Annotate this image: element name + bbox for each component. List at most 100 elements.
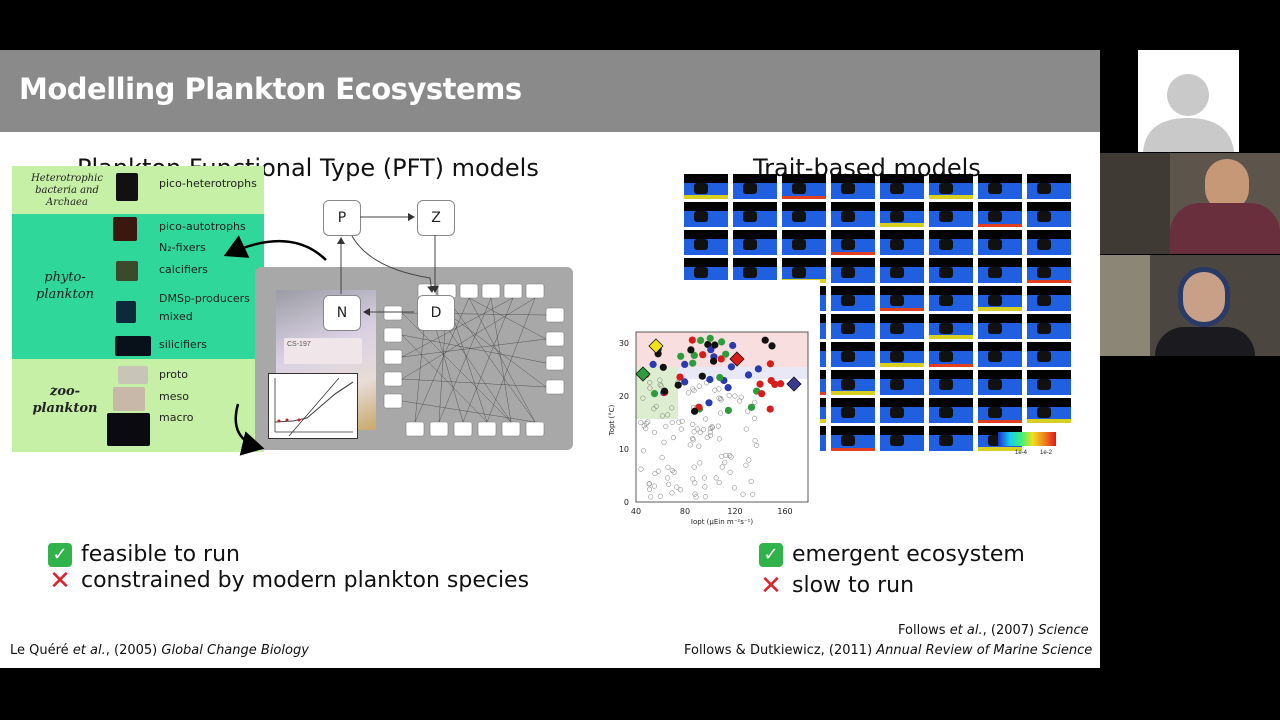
map-thumbnail	[929, 258, 973, 283]
scatter-point	[718, 397, 724, 403]
scatter-point	[657, 377, 663, 383]
ytick: 20	[619, 392, 629, 401]
y-axis-label: Topt (°C)	[608, 404, 616, 436]
group-label-bacteria: Heterotrophic bacteria and Archaea	[31, 173, 103, 208]
scatter-point	[641, 423, 647, 429]
scatter-point	[659, 455, 665, 461]
citation-right-1: Follows et al., (2007) Science	[898, 623, 1089, 638]
scatter-point	[645, 419, 651, 425]
pft-item: silicifiers	[159, 338, 207, 351]
citation-year: , (2005)	[105, 643, 162, 658]
scatter-point	[690, 421, 696, 428]
scatter-diamond	[786, 376, 802, 392]
meso-thumbnail	[113, 387, 145, 411]
scatter-point	[777, 380, 785, 388]
scatter-point	[646, 481, 652, 487]
map-thumbnail	[831, 398, 875, 423]
scatter-point	[659, 413, 665, 419]
scatter-diamond	[729, 351, 745, 367]
node-d: D	[417, 295, 455, 331]
scatter-point	[716, 386, 722, 392]
scatter-point	[647, 486, 653, 492]
participant-video-2[interactable]	[1100, 255, 1280, 356]
check-mark-icon: ✓	[759, 542, 783, 567]
scatter-point	[670, 435, 677, 441]
participant-video-1[interactable]	[1100, 153, 1280, 254]
map-thumbnail	[880, 258, 924, 283]
map-thumbnail	[782, 202, 826, 227]
participant-tile-avatar[interactable]	[1138, 50, 1239, 152]
map-thumbnail	[978, 174, 1022, 199]
map-thumbnail	[1027, 398, 1071, 423]
scatter-point	[768, 342, 776, 350]
map-thumbnail	[929, 314, 973, 339]
scatter-point	[669, 467, 675, 474]
scatter-point	[731, 485, 738, 491]
scatter-point	[638, 419, 644, 426]
scatter-point	[758, 390, 766, 398]
citation-authors: Follows	[898, 623, 950, 638]
scatter-point	[754, 442, 760, 449]
map-thumbnail	[978, 202, 1022, 227]
scatter-point	[676, 373, 684, 381]
scatter-point	[716, 436, 722, 442]
scatter-point	[691, 407, 699, 415]
pft-item: N₂-fixers	[159, 241, 206, 254]
scatter-point	[643, 426, 649, 432]
map-colorbar	[998, 432, 1056, 446]
scatter-point	[722, 459, 728, 465]
citation-left: Le Quéré et al., (2005) Global Change Bi…	[10, 643, 309, 658]
scatter-diamond	[648, 338, 664, 354]
scatter-point	[649, 360, 657, 368]
scatter-point	[676, 419, 682, 425]
scatter-point	[743, 462, 749, 468]
group-label-zoo: zoo-plankton	[32, 384, 98, 416]
map-thumbnail	[733, 258, 777, 283]
participant-shirt	[1170, 203, 1280, 254]
xtick: 80	[680, 507, 690, 516]
pft-item: calcifiers	[159, 263, 208, 276]
scatter-point	[690, 476, 696, 482]
slide-title: Modelling Plankton Ecosystems	[19, 72, 522, 106]
map-thumbnail	[929, 426, 973, 451]
map-thumbnail	[978, 286, 1022, 311]
group-label-phyto: phyto-plankton	[36, 270, 94, 302]
scatter-point	[716, 373, 724, 382]
map-thumbnail	[880, 230, 924, 255]
scatter-point	[708, 425, 714, 432]
x-axis-label: Iopt (μEin m⁻²s⁻¹)	[691, 518, 753, 526]
scatter-point	[703, 416, 709, 422]
scatter-point	[746, 457, 752, 463]
scatter-point	[718, 410, 724, 416]
map-thumbnail	[1027, 174, 1071, 199]
map-thumbnail	[733, 202, 777, 227]
dmsp-thumbnail	[116, 301, 136, 323]
pico-autotroph-thumbnail	[113, 217, 137, 241]
scatter-point	[651, 429, 658, 435]
map-thumbnail	[831, 370, 875, 395]
model-network-diagram	[383, 283, 565, 437]
scatter-point	[706, 375, 714, 384]
scatter-point	[671, 469, 677, 475]
scatter-point	[709, 424, 715, 430]
scatter-point	[723, 452, 729, 458]
map-thumbnail	[1027, 314, 1071, 339]
scatter-point	[681, 378, 689, 386]
user-avatar-icon	[1143, 74, 1234, 152]
scatter-point	[655, 468, 661, 474]
scatter-point	[727, 363, 735, 371]
trait-con-text: slow to run	[792, 573, 915, 598]
scatter-point	[694, 426, 700, 432]
pft-item: macro	[159, 411, 194, 424]
scatter-point	[756, 380, 764, 388]
photo-label: CS-197	[284, 338, 362, 364]
video-background	[1100, 153, 1170, 254]
scatter-point	[712, 387, 718, 393]
citation-etal: et al.	[949, 623, 983, 638]
scatter-point	[713, 475, 719, 481]
map-thumbnail	[880, 202, 924, 227]
pft-pro: ✓ feasible to run	[48, 542, 240, 567]
citation-authors: Le Quéré	[10, 643, 73, 658]
scatter-point	[704, 340, 712, 349]
scatter-point	[716, 480, 722, 486]
